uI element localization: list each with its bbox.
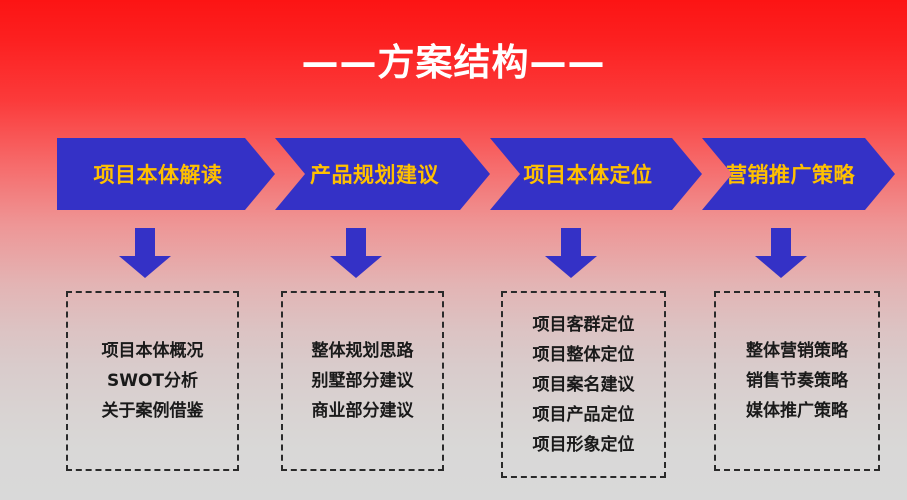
detail-box-3-line-3: 项目案名建议 [532,374,635,395]
chevron-stage-3-label: 项目本体定位 [523,163,653,187]
detail-box-2-line-2: 别墅部分建议 [311,371,414,391]
detail-box-3-line-1: 项目客群定位 [532,314,635,335]
down-arrow-icon-1 [119,228,171,278]
down-arrow-shaft [561,228,581,258]
detail-box-1-line-2: SWOT分析 [106,371,199,391]
down-arrow-head [545,256,597,278]
detail-box-1[interactable]: 项目本体概况 SWOT分析 关于案例借鉴 [66,291,239,471]
down-arrow-icon-3 [545,228,597,278]
chevron-stage-1-label: 项目本体解读 [93,163,223,187]
detail-box-3[interactable]: 项目客群定位 项目整体定位 项目案名建议 项目产品定位 项目形象定位 [501,291,666,478]
detail-box-2[interactable]: 整体规划思路 别墅部分建议 商业部分建议 [281,291,444,471]
down-arrow-head [330,256,382,278]
down-arrow-icon-2 [330,228,382,278]
detail-box-1-line-1: 项目本体概况 [101,341,204,361]
chevron-stage-1[interactable]: 项目本体解读 [57,138,275,210]
chevron-stage-2[interactable]: 产品规划建议 [275,138,490,210]
chevron-stage-4[interactable]: 营销推广策略 [702,138,895,210]
down-arrow-icon-4 [755,228,807,278]
detail-box-4-line-1: 整体营销策略 [746,341,848,361]
detail-box-2-line-1: 整体规划思路 [311,341,414,361]
down-arrow-shaft [771,228,791,258]
down-arrow-head [755,256,807,278]
chevron-stage-2-label: 产品规划建议 [310,163,439,187]
process-chevron-row: 项目本体解读 产品规划建议 项目本体定位 营销推广策略 [57,138,895,210]
detail-box-4-line-2: 销售节奏策略 [746,371,848,391]
page-title: ——方案结构—— [0,44,907,81]
detail-box-3-line-2: 项目整体定位 [532,344,635,365]
detail-box-3-line-5: 项目形象定位 [532,434,635,455]
down-arrow-shaft [346,228,366,258]
detail-box-3-line-4: 项目产品定位 [532,404,635,425]
detail-box-2-line-3: 商业部分建议 [311,401,414,421]
page-title-text: ——方案结构—— [301,41,606,84]
detail-box-1-line-3: 关于案例借鉴 [101,401,204,421]
down-arrow-head [119,256,171,278]
down-arrow-shaft [135,228,155,258]
chevron-stage-3[interactable]: 项目本体定位 [490,138,702,210]
detail-box-4[interactable]: 整体营销策略 销售节奏策略 媒体推广策略 [714,291,880,471]
chevron-stage-4-label: 营销推广策略 [726,163,855,187]
detail-box-4-line-3: 媒体推广策略 [746,401,848,421]
